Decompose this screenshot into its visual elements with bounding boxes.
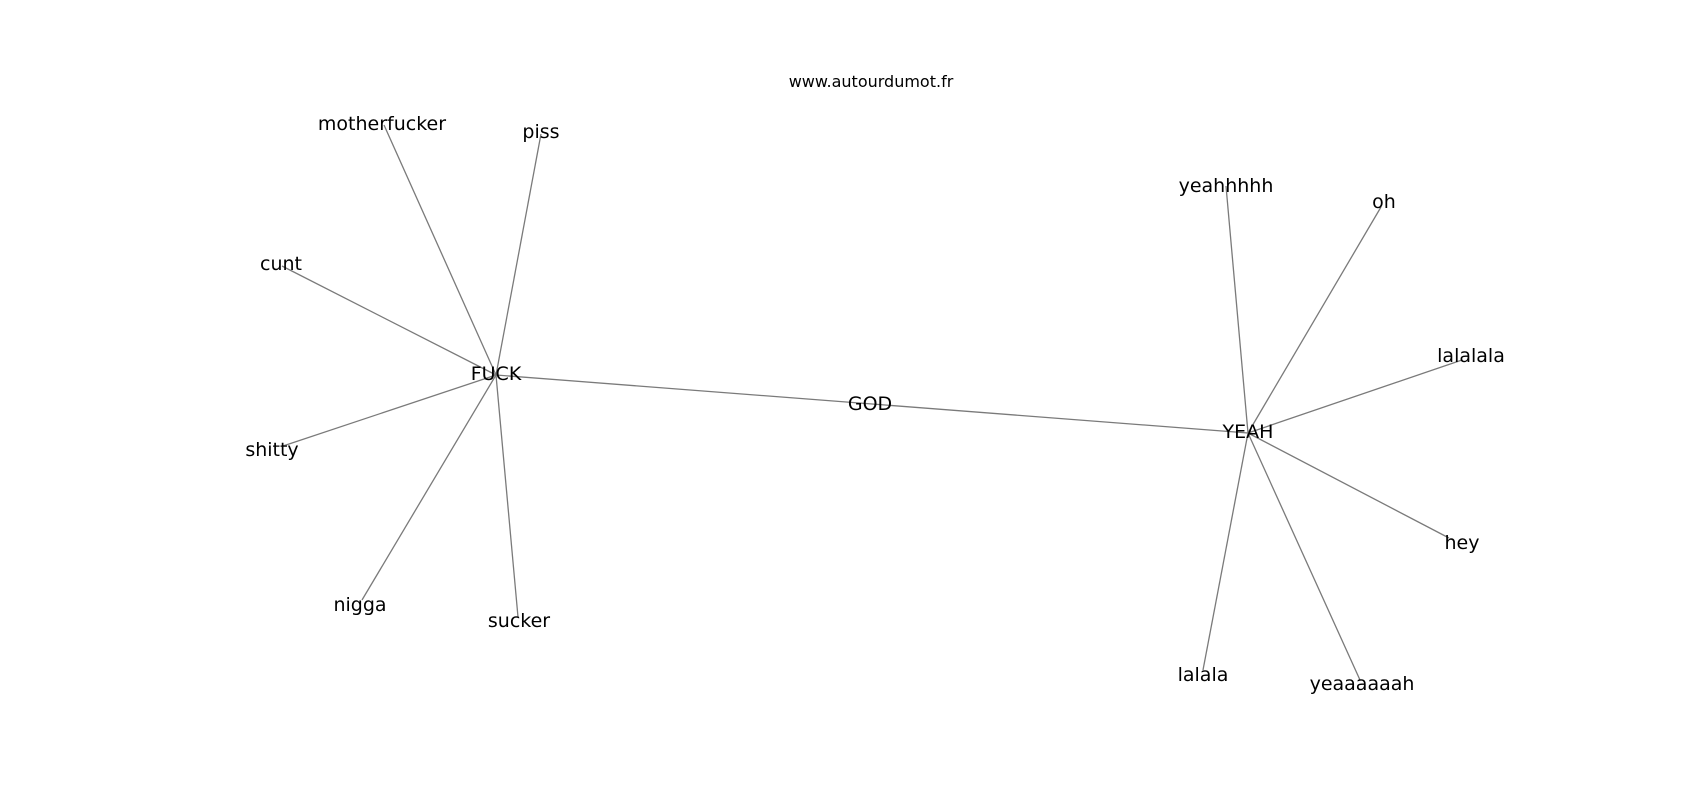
edge-fuck-nigga <box>361 374 497 601</box>
node-label-fuck[interactable]: FUCK <box>471 363 522 385</box>
edge-fuck-sucker <box>495 374 519 618</box>
edge-fuck-shitty <box>282 374 497 447</box>
node-label-yeaaaaaah[interactable]: yeaaaaaah <box>1310 673 1415 695</box>
site-url-label: www.autourdumot.fr <box>788 72 954 91</box>
edge-yeah-lalala <box>1202 432 1249 671</box>
edge-fuck-cunt <box>281 265 497 376</box>
edge-yeah-yeaaaaaah <box>1247 432 1361 681</box>
edge-yeah-lalalala <box>1247 359 1463 434</box>
node-label-god[interactable]: GOD <box>848 393 892 415</box>
node-label-motherfucker[interactable]: motherfucker <box>318 113 446 135</box>
node-label-piss[interactable]: piss <box>522 121 559 143</box>
edges-layer <box>281 124 1463 681</box>
edge-yeah-hey <box>1247 432 1450 539</box>
node-label-yeah[interactable]: YEAH <box>1222 421 1274 443</box>
edge-yeah-oh <box>1247 206 1382 434</box>
edge-fuck-yeah <box>495 374 1249 434</box>
node-label-oh[interactable]: oh <box>1372 191 1396 213</box>
edge-yeah-yeahhhhh <box>1225 185 1249 434</box>
node-label-nigga[interactable]: nigga <box>333 594 386 616</box>
node-label-sucker[interactable]: sucker <box>488 610 550 632</box>
node-label-lalala[interactable]: lalala <box>1178 664 1229 686</box>
node-label-shitty[interactable]: shitty <box>245 439 298 461</box>
node-label-cunt[interactable]: cunt <box>260 253 302 275</box>
node-label-yeahhhhh[interactable]: yeahhhhh <box>1179 175 1274 197</box>
edge-fuck-piss <box>495 133 542 376</box>
node-label-hey[interactable]: hey <box>1445 532 1480 554</box>
nodes-layer: FUCK GOD YEAH motherfucker piss cunt shitty nig… <box>245 113 1505 695</box>
node-label-lalalala[interactable]: lalalala <box>1437 345 1505 367</box>
edge-fuck-motherfucker <box>383 124 497 376</box>
